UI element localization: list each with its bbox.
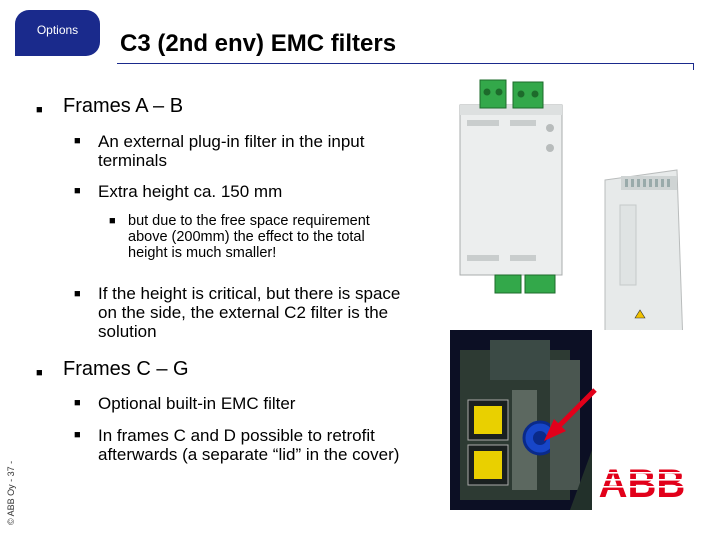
abb-logo-text: ABB (599, 463, 686, 503)
bullet-marker: ■ (36, 367, 43, 379)
title-underline (117, 63, 694, 64)
copyright-footer: © ABB Oy - 37 - (6, 460, 16, 525)
filter-device-image (455, 70, 695, 330)
bullet-frames-cg: Frames C – G (63, 358, 189, 380)
bullet-marker: ■ (109, 215, 116, 227)
bullet-marker: ■ (74, 429, 81, 441)
bullet-marker: ■ (74, 397, 81, 409)
section-tab: Options (15, 10, 100, 56)
bullet-frames-ab: Frames A – B (63, 95, 184, 117)
title-rule-end (693, 63, 694, 75)
page-title: C3 (2nd env) EMC filters (120, 30, 397, 57)
bullet-builtin-emc: Optional built-in EMC filter (98, 394, 296, 413)
bullet-retrofit: In frames C and D possible to retrofit a… (98, 426, 400, 464)
bullet-external-filter: An external plug-in filter in the input … (98, 132, 365, 170)
pointer-arrow-icon (544, 388, 597, 441)
abb-logo: ABB (596, 463, 688, 503)
bullet-extra-height: Extra height ca. 150 mm (98, 182, 283, 201)
bullet-marker: ■ (74, 185, 81, 197)
bullet-free-space: but due to the free space requirement ab… (128, 213, 370, 261)
bullet-marker: ■ (74, 288, 81, 300)
section-tab-label: Options (36, 23, 79, 37)
bullet-height-critical: If the height is critical, but there is … (98, 284, 401, 341)
bullet-marker: ■ (74, 135, 81, 147)
bullet-marker: ■ (36, 104, 43, 116)
